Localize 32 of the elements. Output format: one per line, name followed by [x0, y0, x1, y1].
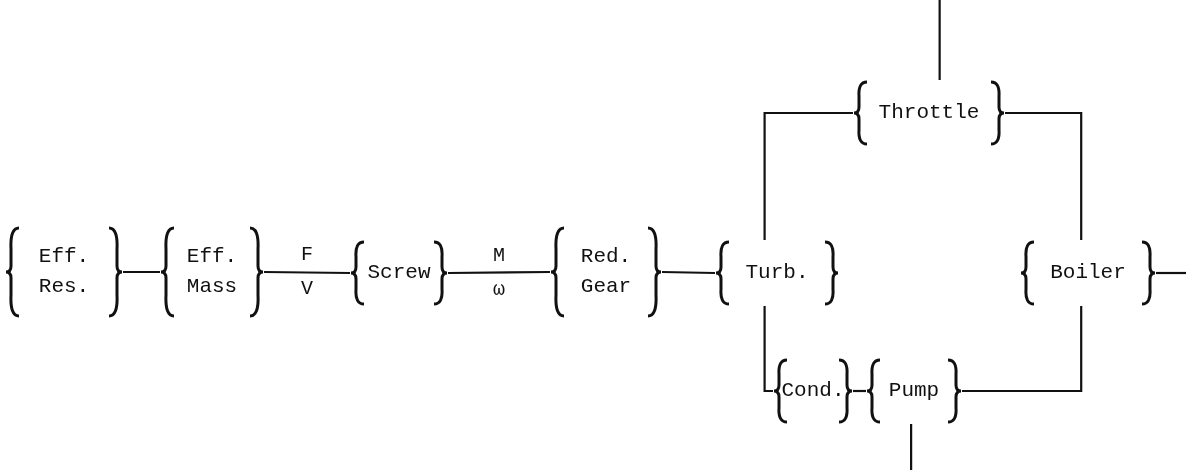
connector-line	[938, 0, 941, 80]
connector-line	[962, 306, 1083, 393]
brace-group	[160, 226, 264, 318]
node-label: Turb.	[745, 259, 809, 286]
brace-group	[550, 226, 662, 318]
node-label: Red. Gear	[579, 243, 633, 300]
connector-line	[763, 111, 853, 240]
connector-line	[1005, 111, 1083, 240]
connector-line	[264, 270, 350, 275]
connector-line	[661, 270, 716, 275]
connector-line	[448, 270, 550, 275]
connector-line	[123, 270, 160, 274]
connector-line	[763, 306, 773, 393]
connector-line	[910, 424, 913, 470]
node-label: Cond.	[781, 377, 845, 404]
connector-line	[1156, 271, 1186, 275]
brace-group	[773, 358, 853, 424]
node-label: Screw	[367, 259, 431, 286]
brace-group	[866, 358, 962, 424]
node-label: Eff. Res.	[37, 243, 91, 300]
node-label: Boiler	[1050, 259, 1126, 286]
brace-group	[853, 80, 1005, 146]
node-label: Eff. Mass	[185, 243, 239, 300]
node-label: Throttle	[878, 99, 980, 126]
brace-group	[350, 240, 448, 306]
connector-line	[853, 389, 866, 393]
brace-group	[1020, 240, 1156, 306]
brace-group	[715, 240, 839, 306]
edge-label: F V	[301, 242, 313, 302]
edge-label: M ω	[493, 243, 505, 303]
node-label: Pump	[888, 377, 940, 404]
brace-group	[5, 226, 123, 318]
